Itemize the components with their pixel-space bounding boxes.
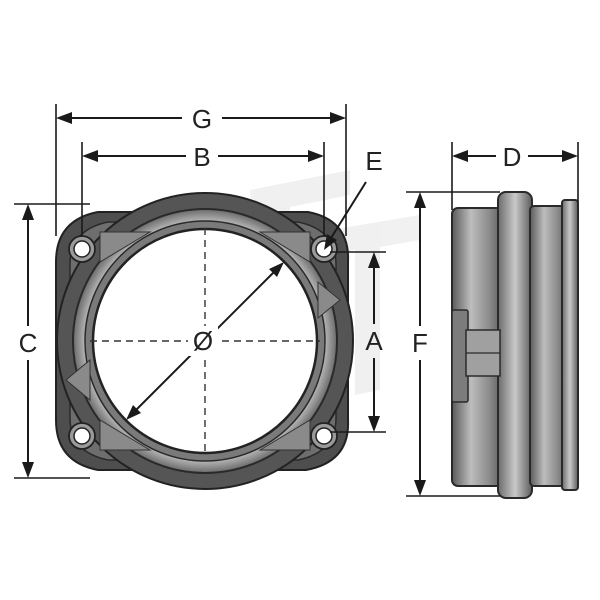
rib-bottom-left: [99, 419, 152, 451]
dim-f-arrow-top: [414, 192, 426, 208]
dim-e-leader: [325, 181, 367, 247]
rib-top-right: [258, 231, 311, 263]
diameter-label: Ø: [193, 326, 213, 356]
side-flange-ring: [497, 191, 533, 499]
dim-a-label: A: [365, 326, 383, 356]
dim-a-arrow-top: [368, 252, 380, 268]
dim-d-arrow-right: [562, 150, 578, 162]
rib-left: [65, 358, 91, 402]
dim-g-arrow-left: [56, 112, 72, 124]
dim-e-label: E: [365, 146, 382, 176]
rib-right: [317, 280, 341, 320]
dimensions: G B E C A F: [14, 104, 579, 497]
dim-b-arrow-right: [308, 150, 324, 162]
rib-bottom-right: [258, 419, 311, 451]
dim-c-label: C: [19, 328, 38, 358]
side-lip: [561, 199, 579, 491]
dim-d-arrow-left: [452, 150, 468, 162]
diameter-label-bg: [188, 326, 218, 356]
dim-d-label: D: [503, 142, 522, 172]
rib-top-left: [99, 231, 152, 263]
front-view: Ø: [55, 192, 354, 490]
dim-c-arrow-top: [22, 204, 34, 220]
diameter-arrow-upper: [269, 262, 284, 277]
mounting-hole-top-left: [68, 235, 96, 263]
dim-e-arrow: [324, 234, 337, 250]
diameter-arrow-lower: [126, 405, 141, 420]
dim-g-label: G: [192, 104, 212, 134]
mounting-hole-bottom-left: [68, 422, 96, 450]
dim-b-arrow-left: [82, 150, 98, 162]
mounting-hole-bottom-right: [310, 422, 338, 450]
dim-f-label: F: [412, 328, 428, 358]
dim-c-arrow-bottom: [22, 462, 34, 478]
side-view: [451, 191, 579, 499]
dim-f-arrow-bottom: [414, 480, 426, 496]
dim-b-label: B: [193, 142, 210, 172]
dim-g-arrow-right: [330, 112, 346, 124]
dim-a-arrow-bottom: [368, 416, 380, 432]
